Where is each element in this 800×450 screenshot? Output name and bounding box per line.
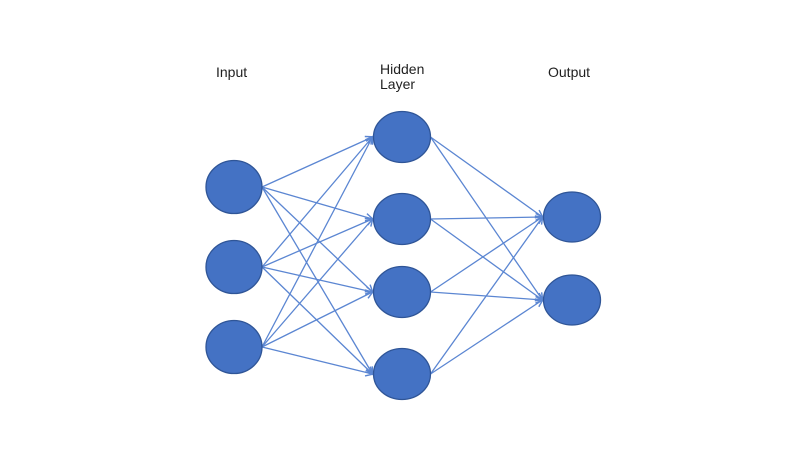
edge-input1-hidden1 bbox=[261, 137, 373, 188]
hidden-layer-label: Hidden Layer bbox=[380, 61, 425, 92]
edge-input3-hidden1 bbox=[261, 137, 373, 348]
output-node-2 bbox=[542, 274, 602, 326]
edge-input2-hidden1 bbox=[261, 137, 373, 268]
output-node-1 bbox=[542, 191, 602, 243]
output-layer-label: Output bbox=[548, 64, 591, 80]
edge-input2-hidden4 bbox=[261, 266, 373, 374]
input-node-3 bbox=[205, 319, 263, 375]
edge-hidden2-output2 bbox=[430, 218, 543, 300]
hidden-node-3 bbox=[372, 265, 432, 319]
input-node-2 bbox=[205, 239, 263, 295]
edge-input1-hidden3 bbox=[261, 186, 373, 292]
edge-hidden4-output1 bbox=[429, 217, 543, 375]
edge-input2-hidden3 bbox=[261, 266, 373, 292]
edge-hidden2-output1 bbox=[430, 217, 543, 219]
edge-input3-hidden3 bbox=[261, 292, 373, 348]
hidden-node-1 bbox=[372, 110, 432, 164]
hidden-node-4 bbox=[372, 347, 432, 401]
edge-input3-hidden2 bbox=[261, 219, 373, 348]
edge-input1-hidden4 bbox=[261, 186, 373, 374]
hidden-node-2 bbox=[372, 192, 432, 246]
edge-input3-hidden4 bbox=[261, 346, 373, 374]
input-layer-label: Input bbox=[216, 64, 248, 80]
edge-hidden4-output2 bbox=[430, 300, 543, 375]
input-node-1 bbox=[205, 159, 263, 215]
edge-hidden3-output1 bbox=[430, 217, 543, 293]
edge-hidden1-output1 bbox=[430, 136, 543, 217]
